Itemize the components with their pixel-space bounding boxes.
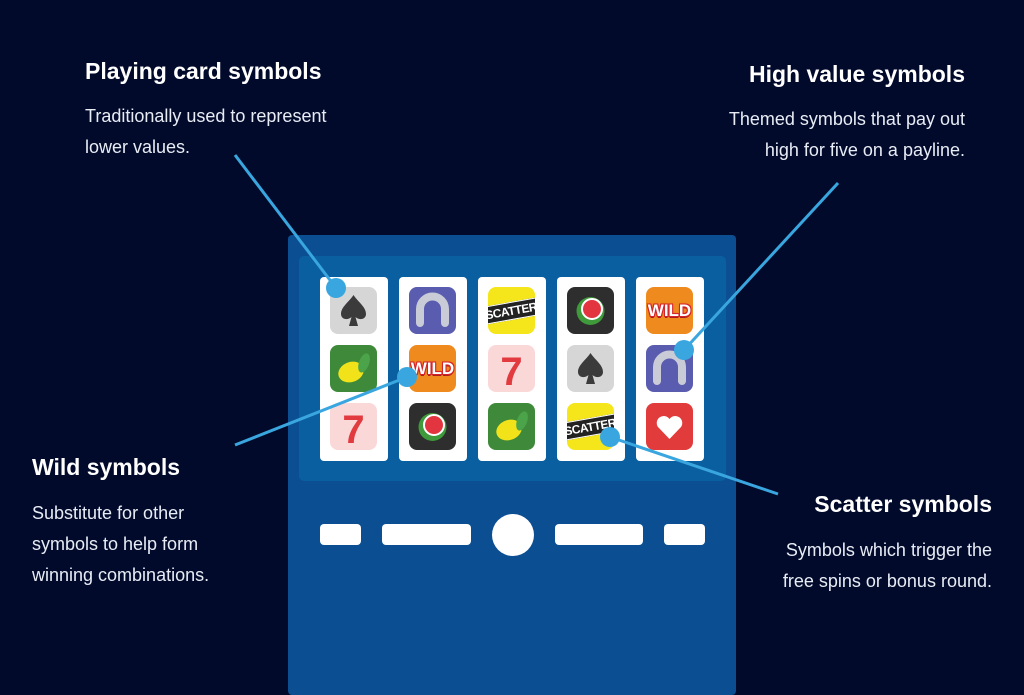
lemon-icon (488, 403, 535, 450)
playing-card-callout-line (233, 154, 338, 289)
reel-1: 7 (320, 277, 388, 461)
high-value-callout-line (682, 181, 840, 352)
seven-icon: 7 (488, 345, 535, 392)
svg-text:7: 7 (500, 350, 522, 392)
wild-title: Wild symbols (32, 454, 181, 480)
wild-label: WILD (410, 358, 455, 378)
spade-icon (567, 345, 614, 392)
horseshoe-icon (409, 287, 456, 334)
machine-button-4 (664, 524, 705, 545)
watermelon-icon (567, 287, 614, 334)
reel-3: SCATTER 7 (478, 277, 546, 461)
playing-card-title: Playing card symbols (85, 58, 322, 84)
spin-button (492, 514, 534, 556)
spade-icon (330, 287, 377, 334)
reel-2: WILD (399, 277, 467, 461)
high-value-title: High value symbols (748, 61, 965, 87)
seven-icon: 7 (330, 403, 377, 450)
wild-label: WILD (647, 300, 692, 320)
wild-callout-line (234, 375, 408, 447)
svg-text:7: 7 (342, 408, 364, 450)
heart-icon (646, 403, 693, 450)
lemon-icon (330, 345, 377, 392)
reel-5: WILD (636, 277, 704, 461)
machine-button-2 (382, 524, 471, 545)
wild-icon: WILD (646, 287, 693, 334)
scatter-icon: SCATTER (488, 287, 535, 334)
scatter-title: Scatter symbols (814, 491, 992, 517)
machine-button-1 (320, 524, 361, 545)
watermelon-icon (409, 403, 456, 450)
scatter-callout-line (609, 435, 779, 496)
machine-button-3 (555, 524, 643, 545)
